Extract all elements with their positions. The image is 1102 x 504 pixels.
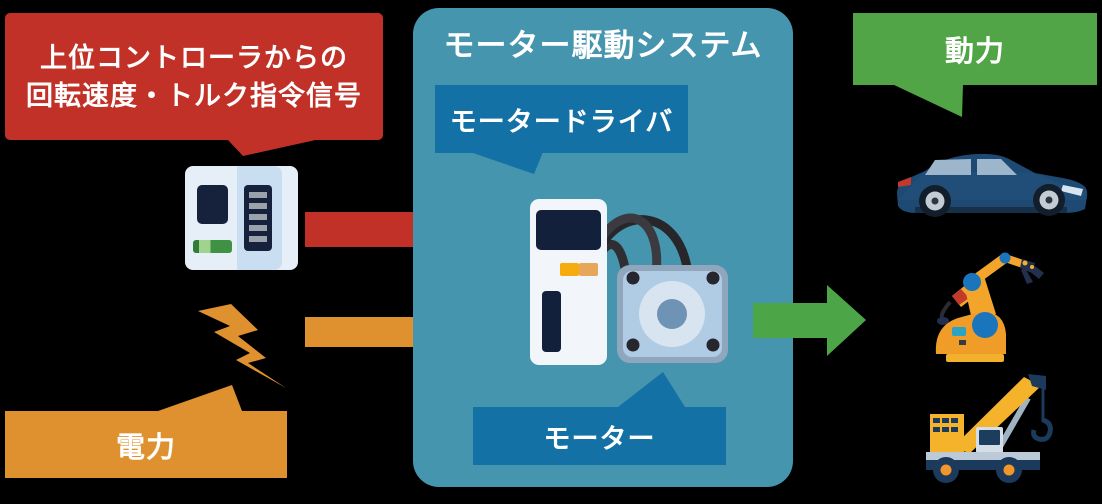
power-output-label: 動力 xyxy=(944,36,1005,68)
power-output-callout-tail xyxy=(892,84,963,117)
plc-status-indicator xyxy=(193,240,232,253)
system-title: モーター駆動システム xyxy=(443,28,763,63)
controller-signal-line1: 上位コントローラからの xyxy=(40,42,348,73)
motor-label: モーター xyxy=(473,407,726,465)
crane-hook-icon xyxy=(1031,417,1053,442)
motor-label-tail xyxy=(618,372,685,407)
car-wheel-icon xyxy=(1033,184,1065,216)
plc-controller-icon xyxy=(185,166,298,270)
motor-driver-and-motor-icon xyxy=(530,199,728,365)
car-icon xyxy=(897,153,1088,217)
electric-power-callout-tail xyxy=(158,385,242,411)
plc-terminal-block xyxy=(244,185,272,251)
motor-driver-label-text: モータードライバ xyxy=(449,106,674,137)
crane-icon xyxy=(926,374,1053,483)
controller-signal-callout-tail xyxy=(227,139,320,156)
motor-cable-icon xyxy=(595,213,662,279)
motor-driver-icon xyxy=(530,199,607,365)
crane-wheel-icon xyxy=(996,457,1022,483)
car-wheel-icon xyxy=(919,185,951,217)
controller-signal-line2: 回転速度・トルク指令信号 xyxy=(26,80,362,111)
motor-icon xyxy=(617,265,728,363)
robot-arm-icon xyxy=(935,252,1044,362)
motor-label-text: モーター xyxy=(543,423,656,454)
lightning-bolt-icon xyxy=(198,304,286,388)
controller-signal-callout: 上位コントローラからの 回転速度・トルク指令信号 xyxy=(5,13,383,140)
motor-driver-label: モータードライバ xyxy=(435,85,688,153)
robot-gripper-icon xyxy=(1020,259,1044,284)
power-output-arrow xyxy=(753,285,866,356)
motor-driver-label-tail xyxy=(470,152,543,174)
plc-screen xyxy=(197,185,228,224)
power-output-callout: 動力 xyxy=(853,13,1097,85)
electric-power-callout: 電力 xyxy=(5,411,287,478)
crane-wheel-icon xyxy=(933,457,959,483)
electric-power-label: 電力 xyxy=(115,431,176,464)
